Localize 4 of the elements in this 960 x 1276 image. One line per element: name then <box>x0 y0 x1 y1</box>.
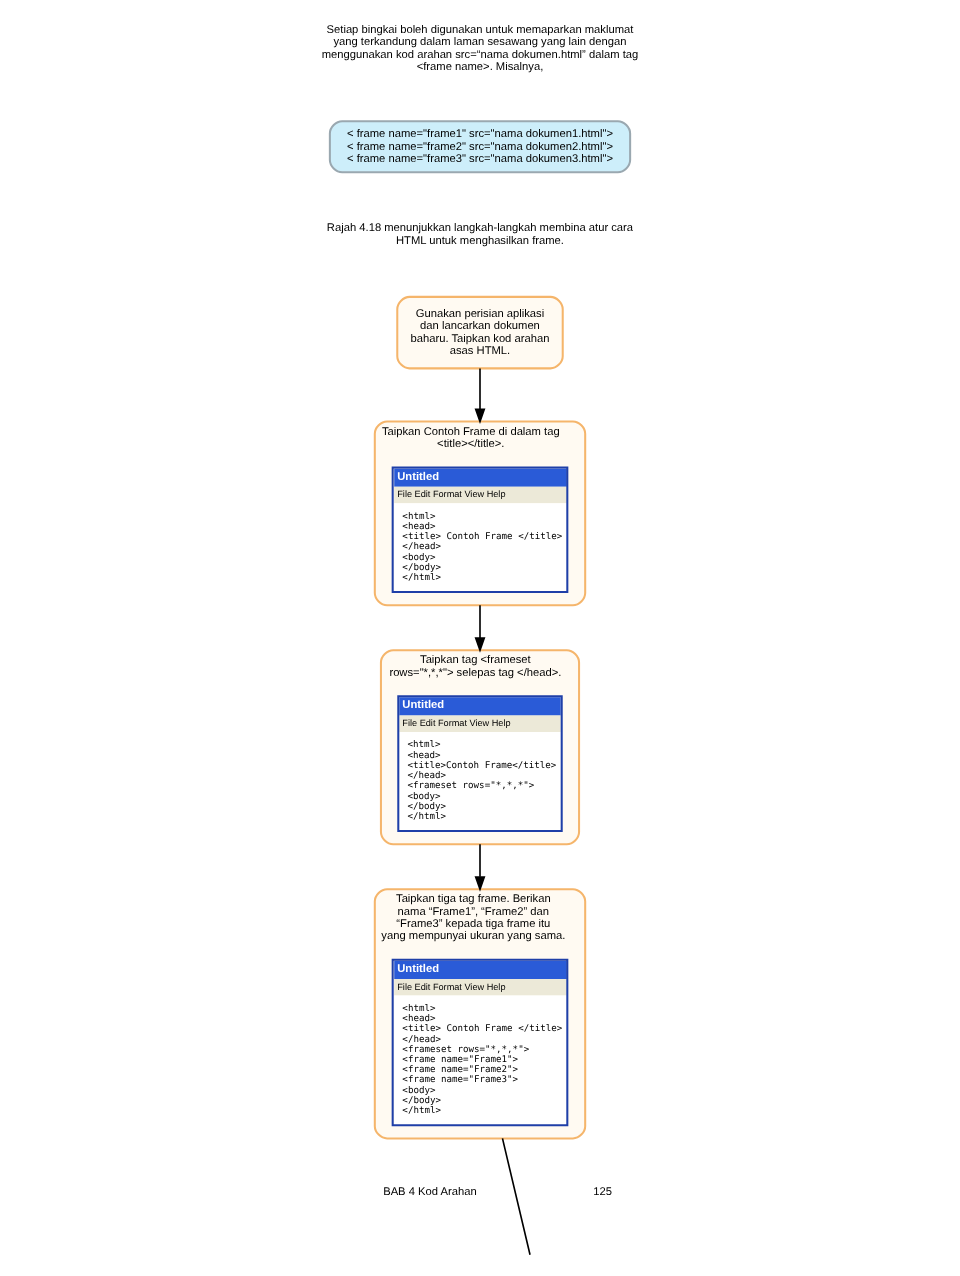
arrow <box>474 843 486 892</box>
connector <box>501 1137 531 1256</box>
arrow <box>474 367 486 424</box>
arrow <box>474 604 486 653</box>
